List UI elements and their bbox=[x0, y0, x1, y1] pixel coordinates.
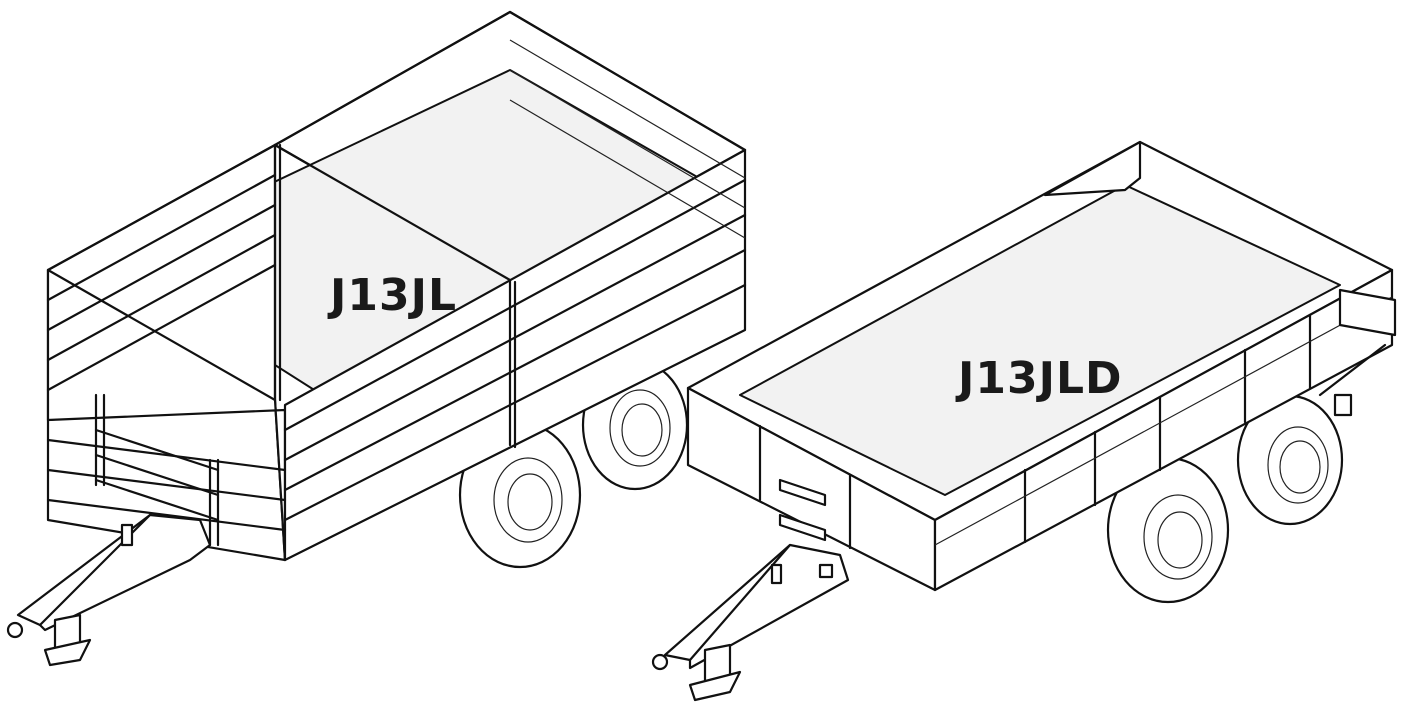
trailer-label-j13jld: J13JLD bbox=[955, 353, 1123, 404]
trailer-j13jld bbox=[651, 140, 1397, 702]
trailer-j13jl-ladder bbox=[94, 393, 220, 547]
trailer-j13jl-rails bbox=[46, 10, 747, 532]
trailer-label-j13jl: J13JL bbox=[327, 270, 457, 321]
trailer-j13jld-posts bbox=[758, 296, 1393, 550]
trailer-j13jld-drawbar bbox=[651, 543, 850, 702]
trailer-j13jld-brackets bbox=[778, 478, 827, 542]
trailer-j13jld-rear-hitch bbox=[1318, 288, 1397, 417]
trailer-j13jl-drawbar bbox=[6, 513, 212, 667]
trailer-j13jl bbox=[6, 10, 747, 667]
